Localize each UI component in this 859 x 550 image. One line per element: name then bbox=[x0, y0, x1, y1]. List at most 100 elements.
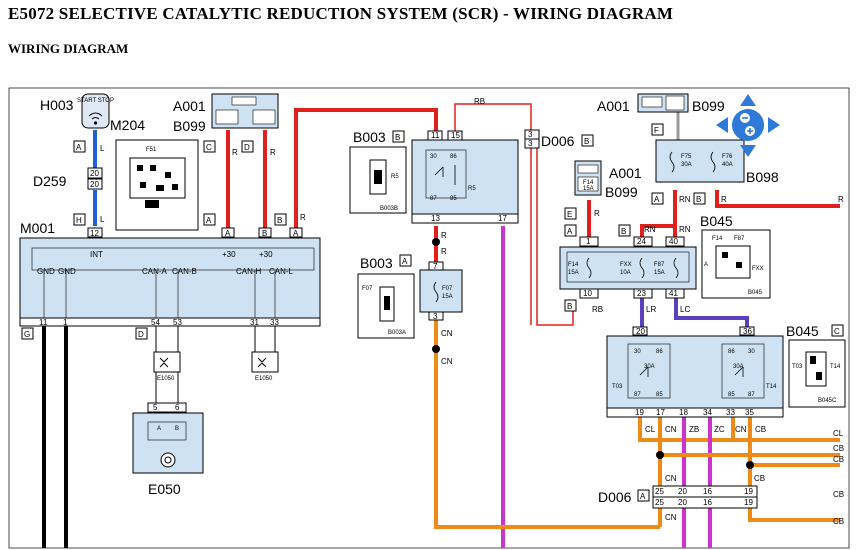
svg-text:CAN-L: CAN-L bbox=[269, 267, 294, 276]
svg-text:R: R bbox=[232, 148, 238, 157]
svg-text:30: 30 bbox=[748, 349, 755, 355]
svg-text:20: 20 bbox=[678, 498, 687, 507]
wire-rb bbox=[454, 103, 574, 326]
wire-cn bbox=[434, 320, 660, 529]
m204-connector: F51 bbox=[115, 139, 199, 231]
label-b099-top: B099 bbox=[692, 98, 725, 114]
svg-text:30A: 30A bbox=[733, 364, 744, 370]
svg-text:R: R bbox=[441, 247, 447, 256]
wire-bundle bbox=[638, 408, 840, 548]
svg-text:31: 31 bbox=[250, 318, 259, 327]
wire-r-a001 bbox=[226, 130, 267, 228]
svg-text:CB: CB bbox=[833, 490, 844, 499]
svg-text:A: A bbox=[704, 262, 708, 268]
label-b098: B098 bbox=[746, 169, 779, 185]
svg-text:7: 7 bbox=[433, 262, 438, 271]
svg-text:54: 54 bbox=[151, 318, 160, 327]
svg-text:RN: RN bbox=[679, 195, 691, 204]
svg-text:15A: 15A bbox=[654, 270, 665, 276]
svg-text:T03: T03 bbox=[792, 364, 803, 370]
svg-text:F14: F14 bbox=[583, 180, 594, 186]
label-h003: H003 bbox=[40, 97, 74, 113]
svg-text:17: 17 bbox=[498, 214, 507, 223]
svg-text:CAN-H: CAN-H bbox=[236, 267, 262, 276]
svg-text:13: 13 bbox=[431, 214, 440, 223]
svg-text:+30: +30 bbox=[259, 250, 273, 259]
svg-text:87: 87 bbox=[634, 392, 641, 398]
wire-lr-lc bbox=[640, 298, 749, 336]
svg-text:B003A: B003A bbox=[388, 330, 406, 336]
e050-module: 5 6 A B bbox=[132, 402, 204, 474]
svg-text:CN: CN bbox=[441, 329, 453, 338]
svg-text:85: 85 bbox=[728, 392, 735, 398]
label-m204: M204 bbox=[110, 117, 145, 133]
svg-text:24: 24 bbox=[637, 237, 646, 246]
svg-text:B: B bbox=[621, 227, 626, 236]
svg-text:5: 5 bbox=[153, 403, 158, 412]
e1050-splice-a: E1050 bbox=[153, 351, 181, 382]
svg-text:3: 3 bbox=[433, 312, 438, 321]
label-a001-mid: A001 bbox=[609, 165, 642, 181]
svg-text:ZB: ZB bbox=[689, 425, 699, 434]
svg-text:+30: +30 bbox=[222, 250, 236, 259]
svg-text:3: 3 bbox=[528, 139, 533, 148]
svg-text:FXX: FXX bbox=[752, 266, 764, 272]
svg-text:20: 20 bbox=[678, 487, 687, 496]
svg-text:41: 41 bbox=[669, 289, 678, 298]
m001-ecu: 12 INT +30 +30 A B A GND GND CAN-A CAN-B… bbox=[19, 227, 321, 319]
svg-text:19: 19 bbox=[635, 408, 644, 417]
svg-text:30: 30 bbox=[430, 154, 437, 160]
svg-text:LC: LC bbox=[680, 305, 690, 314]
svg-text:19: 19 bbox=[744, 487, 753, 496]
svg-text:23: 23 bbox=[637, 289, 646, 298]
b045c-connector: T03 T14 B045C bbox=[788, 339, 846, 408]
svg-text:ZC: ZC bbox=[714, 425, 725, 434]
svg-text:15A: 15A bbox=[583, 186, 594, 192]
svg-text:C: C bbox=[834, 327, 840, 336]
svg-text:F75: F75 bbox=[681, 154, 692, 160]
svg-text:D: D bbox=[138, 330, 144, 339]
pan-down-icon[interactable] bbox=[740, 145, 756, 157]
svg-text:RN: RN bbox=[679, 225, 691, 234]
svg-text:INT: INT bbox=[90, 250, 103, 259]
svg-text:CB: CB bbox=[833, 444, 844, 453]
svg-text:20: 20 bbox=[636, 327, 645, 336]
svg-text:85: 85 bbox=[450, 196, 457, 202]
svg-text:40A: 40A bbox=[722, 162, 733, 168]
diagram-frame bbox=[8, 87, 850, 549]
svg-text:RN: RN bbox=[644, 225, 656, 234]
svg-text:E1050: E1050 bbox=[157, 376, 175, 382]
svg-text:30: 30 bbox=[634, 349, 641, 355]
svg-text:START STOP: START STOP bbox=[77, 98, 114, 104]
svg-text:18: 18 bbox=[679, 408, 688, 417]
svg-text:86: 86 bbox=[728, 349, 735, 355]
svg-text:CN: CN bbox=[665, 474, 677, 483]
svg-text:17: 17 bbox=[656, 408, 665, 417]
fuse-box-mid: F14 15A FXX 10A F87 15A bbox=[559, 246, 697, 290]
svg-text:86: 86 bbox=[450, 154, 457, 160]
svg-text:16: 16 bbox=[703, 487, 712, 496]
b045-relay-box: 30 86 87 85 30A T03 86 30 85 87 30A T14 bbox=[606, 335, 784, 409]
svg-text:R5: R5 bbox=[391, 174, 399, 180]
svg-text:B: B bbox=[175, 426, 179, 432]
svg-text:CB: CB bbox=[833, 455, 844, 464]
label-b045-mid: B045 bbox=[786, 323, 819, 339]
svg-text:F14: F14 bbox=[568, 262, 579, 268]
svg-text:FXX: FXX bbox=[620, 262, 632, 268]
pan-right-icon[interactable] bbox=[768, 117, 780, 133]
svg-text:F: F bbox=[654, 126, 659, 135]
svg-text:F87: F87 bbox=[734, 236, 745, 242]
pan-left-icon[interactable] bbox=[716, 117, 728, 133]
svg-text:1: 1 bbox=[63, 318, 68, 327]
svg-text:11: 11 bbox=[431, 131, 440, 140]
svg-text:15A: 15A bbox=[442, 294, 453, 300]
a001-fusebox-left bbox=[211, 93, 279, 129]
svg-text:33: 33 bbox=[270, 318, 279, 327]
svg-text:GND: GND bbox=[58, 267, 76, 276]
svg-text:H: H bbox=[76, 216, 82, 225]
pan-up-icon[interactable] bbox=[740, 94, 756, 106]
svg-text:30A: 30A bbox=[681, 162, 692, 168]
label-b099-left: B099 bbox=[173, 118, 206, 134]
b045-connector: F14 F87 FXX A B045 bbox=[701, 229, 771, 299]
pan-zoom-control bbox=[716, 94, 780, 157]
